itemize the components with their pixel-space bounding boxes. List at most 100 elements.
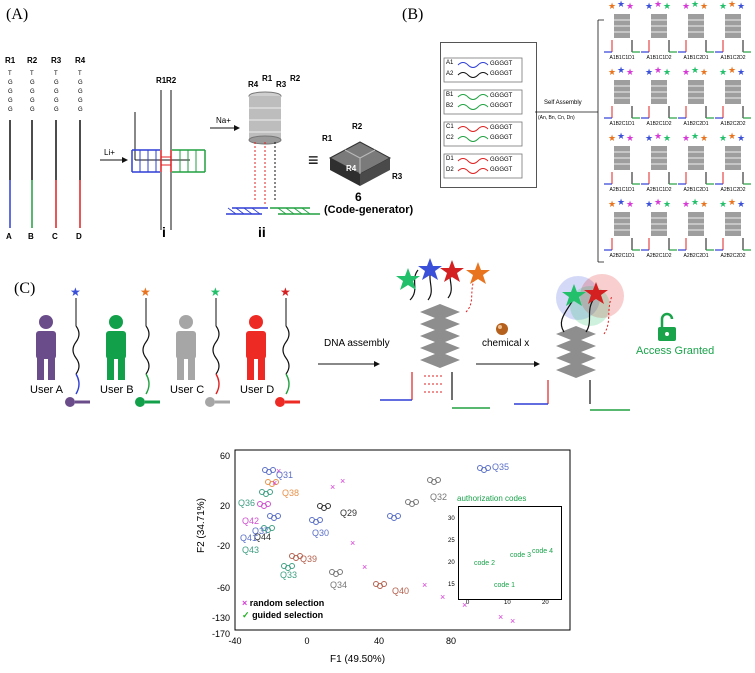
user-star-icon: ★ bbox=[70, 285, 81, 299]
user-key-icon bbox=[205, 397, 215, 407]
tail-b1: GGGGT bbox=[490, 93, 513, 99]
structure-ii-r4-label: R4 bbox=[248, 80, 259, 89]
svg-text:★: ★ bbox=[608, 133, 616, 143]
svg-text:★: ★ bbox=[737, 133, 745, 143]
assembly-cell: ★ ★ ★ A2B1C1D2 bbox=[641, 131, 677, 196]
point-label: Q39 bbox=[300, 554, 318, 564]
svg-text:★: ★ bbox=[719, 67, 727, 77]
svg-text:★: ★ bbox=[654, 131, 662, 141]
random-selection-marker: × bbox=[422, 580, 427, 590]
svg-text:★: ★ bbox=[682, 1, 690, 11]
svg-text:★: ★ bbox=[626, 133, 634, 143]
user-key-icon bbox=[65, 397, 75, 407]
user-figure: ★ User C bbox=[170, 285, 240, 416]
random-selection-marker: × bbox=[272, 478, 277, 488]
assembly-cell: ★ ★ ★ A2B2C1D1 bbox=[604, 197, 640, 262]
user-figure: ★ User B bbox=[100, 285, 170, 416]
svg-text:★: ★ bbox=[691, 197, 699, 207]
x-tick-label: -40 bbox=[228, 636, 241, 646]
svg-text:★: ★ bbox=[728, 197, 736, 207]
strand-d-letter: D bbox=[76, 232, 82, 241]
random-selection-marker: × bbox=[330, 482, 335, 492]
assembly-cell-label: A1B1C2D1 bbox=[683, 55, 709, 61]
data-point bbox=[273, 479, 279, 485]
input-c1-label: C1 bbox=[446, 124, 454, 130]
user-star-icon: ★ bbox=[140, 285, 151, 299]
svg-text:★: ★ bbox=[654, 197, 662, 207]
strand-c-r-label: R3 bbox=[51, 56, 62, 65]
data-point bbox=[413, 499, 419, 505]
assembly-cell-label: A2B1C2D1 bbox=[683, 187, 709, 193]
random-selection-marker: × bbox=[462, 600, 467, 610]
user-key-icon bbox=[135, 397, 145, 407]
svg-text:★: ★ bbox=[608, 67, 616, 77]
assembled-structure-2 bbox=[514, 274, 630, 411]
y-tick-label: -20 bbox=[217, 541, 230, 551]
svg-text:★: ★ bbox=[728, 0, 736, 9]
svg-text:★: ★ bbox=[663, 67, 671, 77]
inset-code-4: code 4 bbox=[532, 548, 554, 555]
svg-text:★: ★ bbox=[691, 0, 699, 9]
input-d1-label: D1 bbox=[446, 156, 454, 162]
point-label: Q35 bbox=[492, 462, 510, 472]
assembly-grid: ★ ★ ★ A1B1C1D1 ★ ★ ★ A1B1C1D2 ★ ★ ★ bbox=[604, 0, 752, 270]
user-name: User D bbox=[240, 384, 275, 396]
assembly-cell: ★ ★ ★ A1B2C1D1 bbox=[604, 65, 640, 130]
svg-text:★: ★ bbox=[691, 65, 699, 75]
svg-text:★: ★ bbox=[719, 199, 727, 209]
user-star-icon: ★ bbox=[210, 285, 221, 299]
y-tick-label: -170 bbox=[212, 629, 230, 639]
inset-y-tick-25: 25 bbox=[448, 538, 455, 544]
inset-code-2: code 2 bbox=[474, 560, 496, 567]
y-tick-label: 60 bbox=[220, 451, 230, 461]
svg-text:★: ★ bbox=[691, 131, 699, 141]
legend-random: × random selection bbox=[242, 598, 325, 608]
svg-text:★: ★ bbox=[617, 0, 625, 9]
equivalence-sign: ≡ bbox=[308, 150, 319, 170]
assembly-cell-label: A2B2C1D2 bbox=[646, 253, 672, 259]
assembly-cell: ★ ★ ★ A1B2C1D2 bbox=[641, 65, 677, 130]
point-label: Q42 bbox=[242, 516, 260, 526]
strand-b-letter: B bbox=[28, 232, 34, 241]
panel-label-b: (B) bbox=[402, 6, 424, 23]
inset-code-1: code 1 bbox=[494, 582, 516, 589]
structure-ii-r1-label: R1 bbox=[262, 74, 273, 83]
assembly-cell: ★ ★ ★ A2B1C2D2 bbox=[715, 131, 751, 196]
point-label: Q41 bbox=[240, 533, 258, 543]
point-label: Q38 bbox=[282, 488, 300, 498]
strand-input-box bbox=[440, 42, 537, 188]
user-key-icon bbox=[275, 397, 285, 407]
input-a1-label: A1 bbox=[446, 60, 454, 66]
svg-text:★: ★ bbox=[682, 199, 690, 209]
strand-a-r-label: R1 bbox=[5, 56, 16, 65]
cube-r1-label: R1 bbox=[322, 134, 333, 143]
assembly-cell-label: A2B1C1D2 bbox=[646, 187, 672, 193]
point-label: Q36 bbox=[238, 498, 256, 508]
assembly-cell-label: A2B2C2D2 bbox=[720, 253, 746, 259]
y-axis-label: F2 (34.71%) bbox=[196, 497, 208, 554]
assembly-cell: ★ ★ ★ A1B1C2D2 bbox=[715, 0, 751, 64]
svg-text:★: ★ bbox=[654, 0, 662, 9]
structure-ii-r3-label: R3 bbox=[276, 80, 287, 89]
chemical-x-sphere bbox=[496, 323, 508, 335]
stage-i-label: i bbox=[162, 224, 166, 240]
access-granted-label: Access Granted bbox=[636, 345, 715, 357]
x-tick-label: 80 bbox=[446, 636, 456, 646]
inset-code-3: code 3 bbox=[510, 552, 532, 559]
svg-text:★: ★ bbox=[719, 1, 727, 11]
cube-r3-label: R3 bbox=[392, 172, 403, 181]
svg-text:★: ★ bbox=[645, 199, 653, 209]
assembly-cell: ★ ★ ★ A1B2C2D1 bbox=[678, 65, 714, 130]
assembly-cell-label: A1B1C1D2 bbox=[646, 55, 672, 61]
point-label: Q40 bbox=[392, 586, 410, 596]
svg-text:★: ★ bbox=[728, 65, 736, 75]
point-label: Q29 bbox=[340, 508, 358, 518]
svg-text:★: ★ bbox=[617, 131, 625, 141]
assembly-cell-label: A2B1C2D2 bbox=[720, 187, 746, 193]
point-label: Q33 bbox=[280, 570, 298, 580]
